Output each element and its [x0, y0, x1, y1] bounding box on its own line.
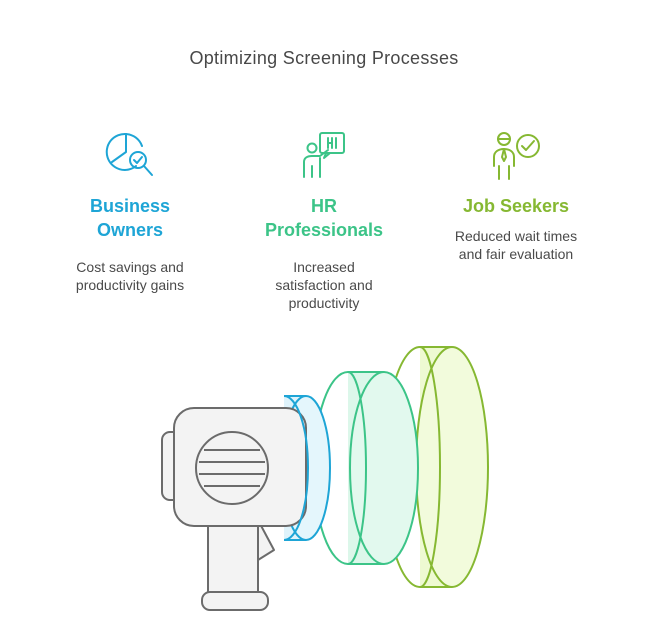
megaphone-icon: [161, 395, 309, 611]
presenter-board-icon: [303, 132, 345, 178]
heading-line-1: Business: [89, 196, 171, 216]
heading-line-1: HR: [311, 196, 337, 216]
desc-line-1: Increased: [293, 259, 355, 275]
desc-line-1: Cost savings and: [76, 259, 184, 275]
heading-line-1: Job Seekers: [462, 196, 570, 216]
ring-teal: [313, 371, 419, 565]
heading-line-2: Owners: [96, 220, 164, 240]
column-hr-professionals: HR Professionals Increased satisfaction …: [234, 130, 414, 312]
heading-line-2: Professionals: [264, 220, 384, 240]
column-job-seekers: Job Seekers Reduced wait times and fair …: [426, 130, 606, 263]
page-title: Optimizing Screening Processes: [189, 48, 459, 68]
person-checkmark-icon: [493, 132, 540, 180]
column-business-owners: Business Owners Cost savings and product…: [40, 130, 220, 294]
desc-line-1: Reduced wait times: [454, 228, 578, 244]
pie-chart-magnifier-icon: [105, 132, 153, 176]
desc-line-2: satisfaction and: [275, 277, 373, 293]
desc-line-2: productivity gains: [75, 277, 185, 293]
ring-green: [383, 346, 489, 588]
desc-line-2: and fair evaluation: [458, 246, 574, 262]
desc-line-3: productivity: [288, 295, 360, 311]
